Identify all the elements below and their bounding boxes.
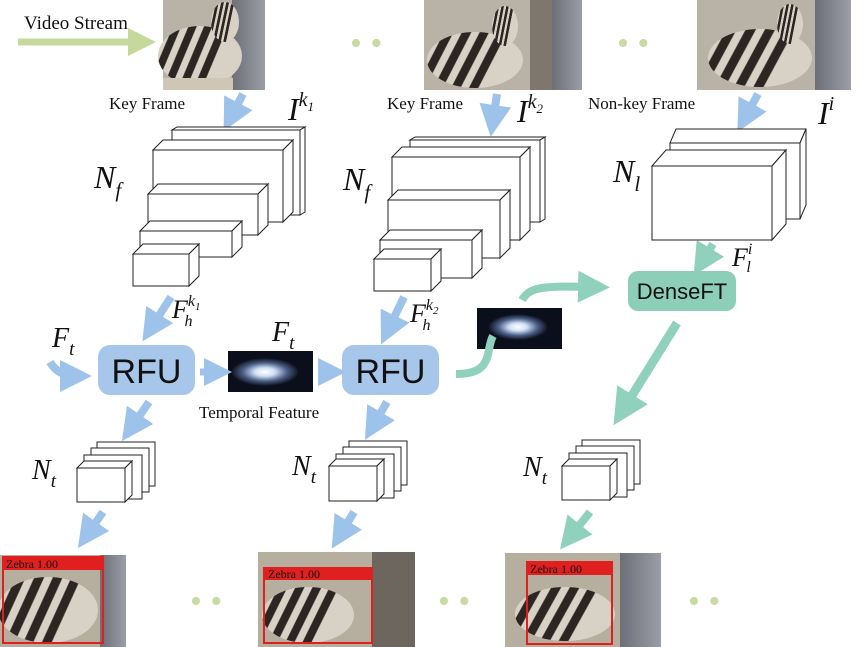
detection-output-2: Zebra 1.00	[258, 552, 415, 647]
key-frame-2-image	[424, 0, 582, 90]
teal-rfu2-out	[455, 334, 497, 378]
ellipsis-bottom-3: • •	[688, 583, 720, 620]
detection-output-1: Zebra 1.00	[0, 555, 126, 647]
feature-network-1	[131, 126, 307, 288]
task-network-1	[75, 441, 156, 504]
detection-2-label: Zebra 1.00	[268, 567, 320, 581]
non-key-frame-label: Non-key Frame	[588, 94, 695, 113]
task-network-2	[327, 440, 408, 503]
key-frame-1-label: Key Frame	[109, 94, 185, 113]
ellipsis-top-2: • •	[617, 25, 649, 62]
arrow-frame2-to-net	[479, 93, 512, 137]
feat-t-mid-symbol: Ft	[271, 317, 295, 354]
task-network-3	[560, 439, 641, 502]
net-task-2-symbol: Nt	[291, 451, 317, 488]
arrow-frame1-to-net	[223, 92, 253, 132]
ellipsis-top-1: • •	[350, 25, 382, 62]
arrow-task1-to-output	[77, 509, 110, 549]
net-task-1-symbol: Nt	[31, 455, 57, 492]
net-task-3-symbol: Nt	[522, 452, 548, 489]
rfu-2-label: RFU	[356, 353, 426, 391]
arrow-net2-to-rfu2	[380, 295, 410, 345]
arrow-net1-to-rfu1	[142, 294, 175, 342]
arrow-task2-to-output	[331, 509, 362, 549]
ellipsis-bottom-1: • •	[190, 583, 222, 620]
frame-i-symbol: Ii	[817, 93, 834, 131]
arrow-densefit-to-task	[613, 320, 681, 426]
arrow-task3-to-output	[560, 509, 594, 550]
densefit-block: DenseFT	[628, 271, 736, 311]
net-feature-2-symbol: Nf	[342, 161, 373, 204]
net-light-symbol: Nl	[612, 153, 640, 196]
detection-1-label: Zebra 1.00	[6, 557, 58, 571]
key-frame-2-label: Key Frame	[387, 94, 463, 113]
rfu-1-label: RFU	[112, 353, 182, 391]
frame-k1-symbol: Ik1	[287, 89, 314, 127]
rfu-block-2: RFU	[342, 345, 439, 395]
arrow-frame3-to-net	[737, 92, 767, 133]
detection-3-label: Zebra 1.00	[530, 562, 582, 576]
temporal-feature-label: Temporal Feature	[199, 403, 319, 422]
arrow-light-to-densefit	[693, 240, 724, 276]
arrow-tf-to-densefit	[518, 270, 610, 303]
net-feature-1-symbol: Nf	[93, 159, 124, 202]
ellipsis-bottom-2: • •	[438, 583, 470, 620]
densefit-label: DenseFT	[637, 279, 727, 304]
light-network	[650, 128, 807, 242]
arrow-rfu1-to-task	[121, 399, 154, 442]
video-stream-label: Video Stream	[24, 13, 128, 34]
rfu-block-1: RFU	[98, 345, 195, 395]
frame-k2-symbol: Ik2	[516, 91, 544, 129]
temporal-feature-image-1	[228, 351, 313, 392]
feature-network-2	[372, 136, 547, 293]
detection-output-3: Zebra 1.00	[505, 553, 661, 647]
non-key-frame-image	[697, 0, 851, 90]
arrow-ft-into-rfu1	[46, 359, 92, 392]
key-frame-1-image	[158, 0, 265, 90]
arrow-rfu2-to-task	[364, 399, 395, 440]
feat-t-input-symbol: Ft	[51, 323, 75, 360]
